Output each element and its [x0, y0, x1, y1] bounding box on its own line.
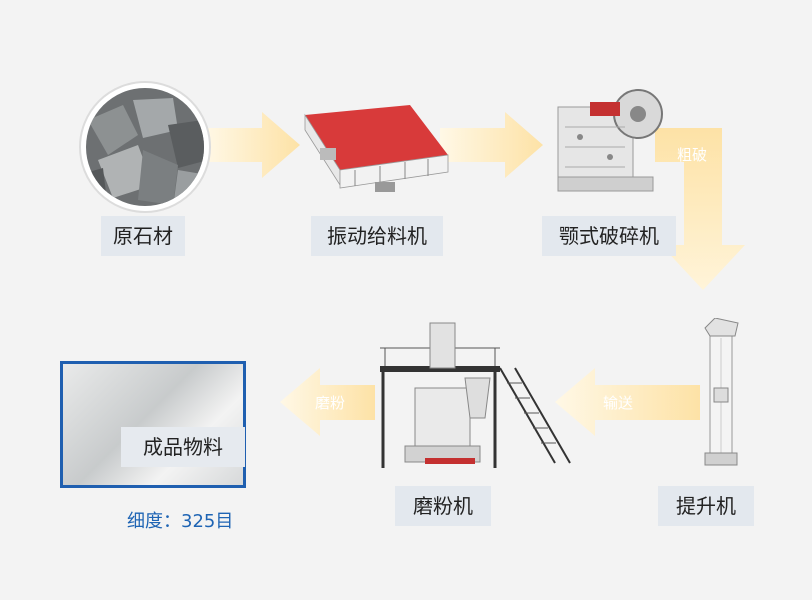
grinding-mill-image: [380, 322, 571, 468]
fineness-text: 细度：325目: [127, 511, 234, 532]
arrow-label-grind: 磨粉: [315, 394, 346, 412]
vibrating-feeder-image: [304, 105, 449, 192]
product-image: [60, 361, 246, 488]
bucket-elevator-image: [704, 318, 739, 466]
arrow-label-convey: 输送: [603, 394, 634, 412]
label-jaw-crusher: 颚式破碎机: [542, 216, 676, 256]
arrow-label-coarse: 粗破: [677, 146, 708, 164]
arrow-jaw-down: [655, 128, 745, 290]
arrow-raw-to-feeder: [205, 112, 300, 178]
label-vibrating-feeder: 振动给料机: [311, 216, 443, 256]
label-grinding-mill: 磨粉机: [395, 486, 491, 526]
arrow-feeder-to-jaw: [440, 112, 543, 178]
arrow-elevator-to-mill: [555, 368, 700, 436]
label-elevator: 提升机: [658, 486, 754, 526]
arrow-mill-to-product: [280, 368, 375, 436]
raw-stone-image: [79, 81, 211, 213]
label-raw-stone: 原石材: [101, 216, 185, 256]
label-product: 成品物料: [121, 427, 245, 467]
jaw-crusher-image: [557, 89, 663, 192]
